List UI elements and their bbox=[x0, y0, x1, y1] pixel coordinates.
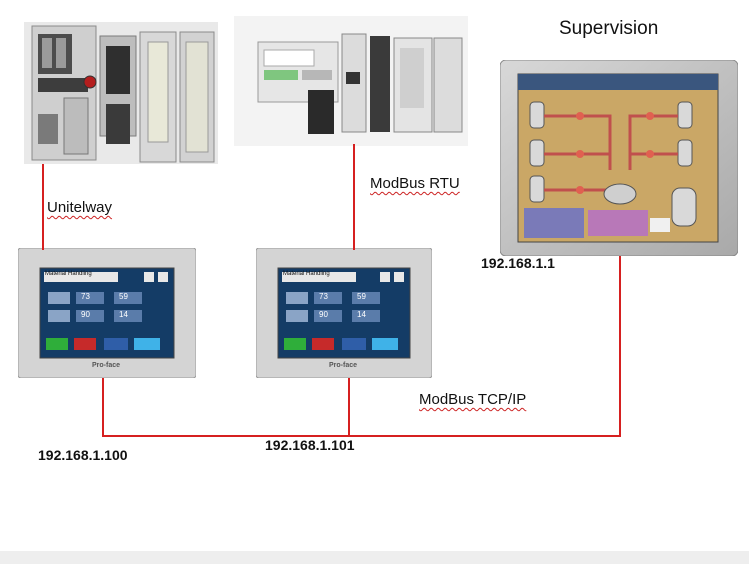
plc-middle bbox=[234, 16, 468, 146]
hmi-middle-brand: Pro-face bbox=[329, 362, 358, 369]
label-unitelway: Unitelway bbox=[47, 199, 113, 216]
wire-modbus-rtu bbox=[353, 144, 355, 250]
hmi-left: Material Handling 73 59 90 14 Pro-face bbox=[17, 247, 197, 379]
hmi-middle-illustration bbox=[255, 247, 433, 379]
wire-unitelway bbox=[42, 164, 44, 250]
bottom-strip bbox=[0, 551, 749, 564]
ip-hmi-left: 192.168.1.100 bbox=[38, 447, 128, 463]
hmi-left-header: Material Handling bbox=[45, 271, 92, 277]
wire-tcp-hmi-middle-drop bbox=[348, 378, 350, 436]
supervision-panel bbox=[499, 59, 739, 257]
ip-hmi-middle: 192.168.1.101 bbox=[265, 437, 355, 453]
hmi-middle-value-1b: 59 bbox=[357, 292, 366, 301]
plc-left bbox=[24, 22, 218, 164]
hmi-middle-header: Material Handling bbox=[283, 271, 330, 277]
wire-tcp-hmi-left-drop bbox=[102, 378, 104, 436]
supervision-panel-illustration bbox=[499, 59, 739, 257]
hmi-left-value-2b: 14 bbox=[119, 310, 128, 319]
label-modbus-rtu: ModBus RTU bbox=[370, 175, 460, 192]
hmi-middle-value-2a: 90 bbox=[319, 310, 328, 319]
plc-left-illustration bbox=[24, 22, 218, 164]
wire-tcp-bus bbox=[102, 435, 621, 437]
hmi-left-illustration bbox=[17, 247, 197, 379]
hmi-left-value-1b: 59 bbox=[119, 292, 128, 301]
wire-tcp-supervision-drop bbox=[619, 256, 621, 437]
plc-middle-illustration bbox=[234, 16, 468, 146]
hmi-left-value-2a: 90 bbox=[81, 310, 90, 319]
hmi-left-brand: Pro-face bbox=[92, 362, 121, 369]
hmi-left-value-1a: 73 bbox=[81, 292, 90, 301]
ip-supervision: 192.168.1.1 bbox=[481, 255, 555, 271]
hmi-middle-value-2b: 14 bbox=[357, 310, 366, 319]
label-modbus-tcp: ModBus TCP/IP bbox=[419, 391, 527, 408]
hmi-middle: Material Handling 73 59 90 14 Pro-face bbox=[255, 247, 433, 379]
supervision-title: Supervision bbox=[559, 18, 659, 39]
hmi-middle-value-1a: 73 bbox=[319, 292, 328, 301]
